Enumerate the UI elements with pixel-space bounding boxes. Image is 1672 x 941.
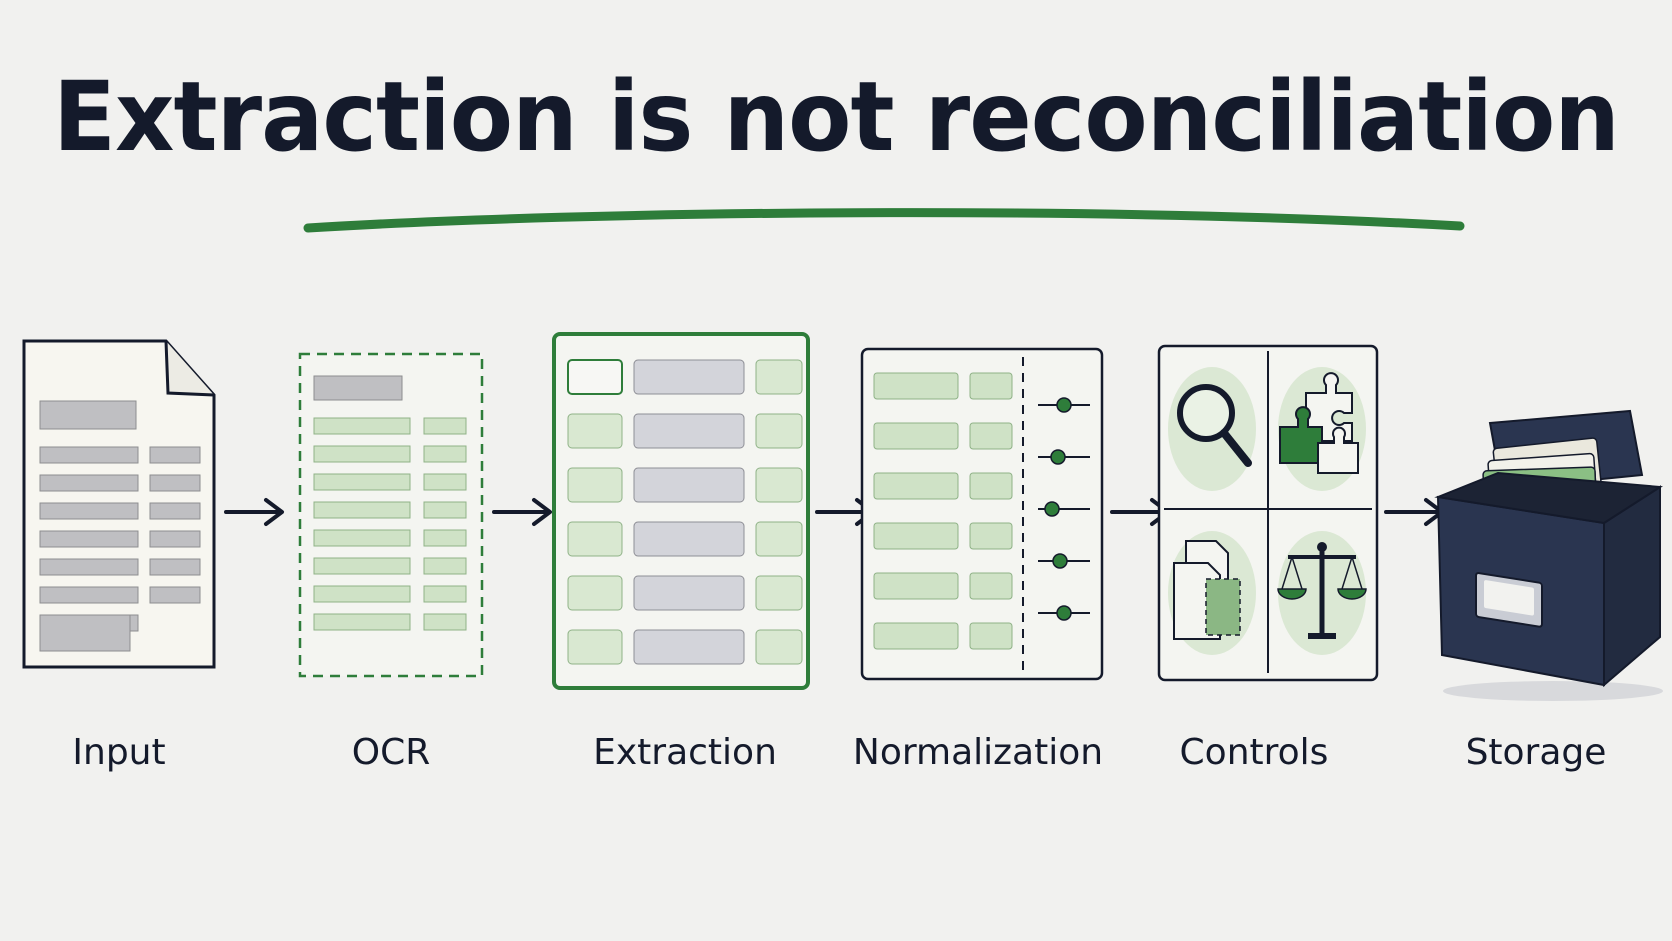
stage-label-ocr: OCR bbox=[351, 732, 431, 773]
stage-input bbox=[18, 335, 218, 675]
document-icon bbox=[22, 339, 216, 669]
stage-normalization bbox=[858, 345, 1106, 683]
arrow-2 bbox=[492, 498, 552, 526]
arrow-1 bbox=[224, 498, 284, 526]
magnifier-icon bbox=[1168, 367, 1256, 491]
title-underline bbox=[303, 208, 1465, 233]
stage-label-extraction: Extraction bbox=[593, 732, 777, 773]
stage-storage bbox=[1428, 405, 1668, 705]
balance-scale-icon bbox=[1277, 531, 1367, 655]
puzzle-icon bbox=[1278, 367, 1366, 491]
stage-extraction bbox=[550, 330, 812, 692]
file-box-icon bbox=[1434, 409, 1664, 701]
stage-label-normalization: Normalization bbox=[852, 732, 1104, 773]
documents-compare-icon bbox=[1168, 531, 1256, 655]
stage-ocr bbox=[296, 350, 486, 680]
stage-label-storage: Storage bbox=[1465, 732, 1607, 773]
stage-label-input: Input bbox=[72, 732, 166, 773]
stage-controls bbox=[1156, 343, 1380, 683]
stage-label-controls: Controls bbox=[1179, 732, 1329, 773]
page-title: Extraction is not reconciliation bbox=[53, 61, 1620, 173]
